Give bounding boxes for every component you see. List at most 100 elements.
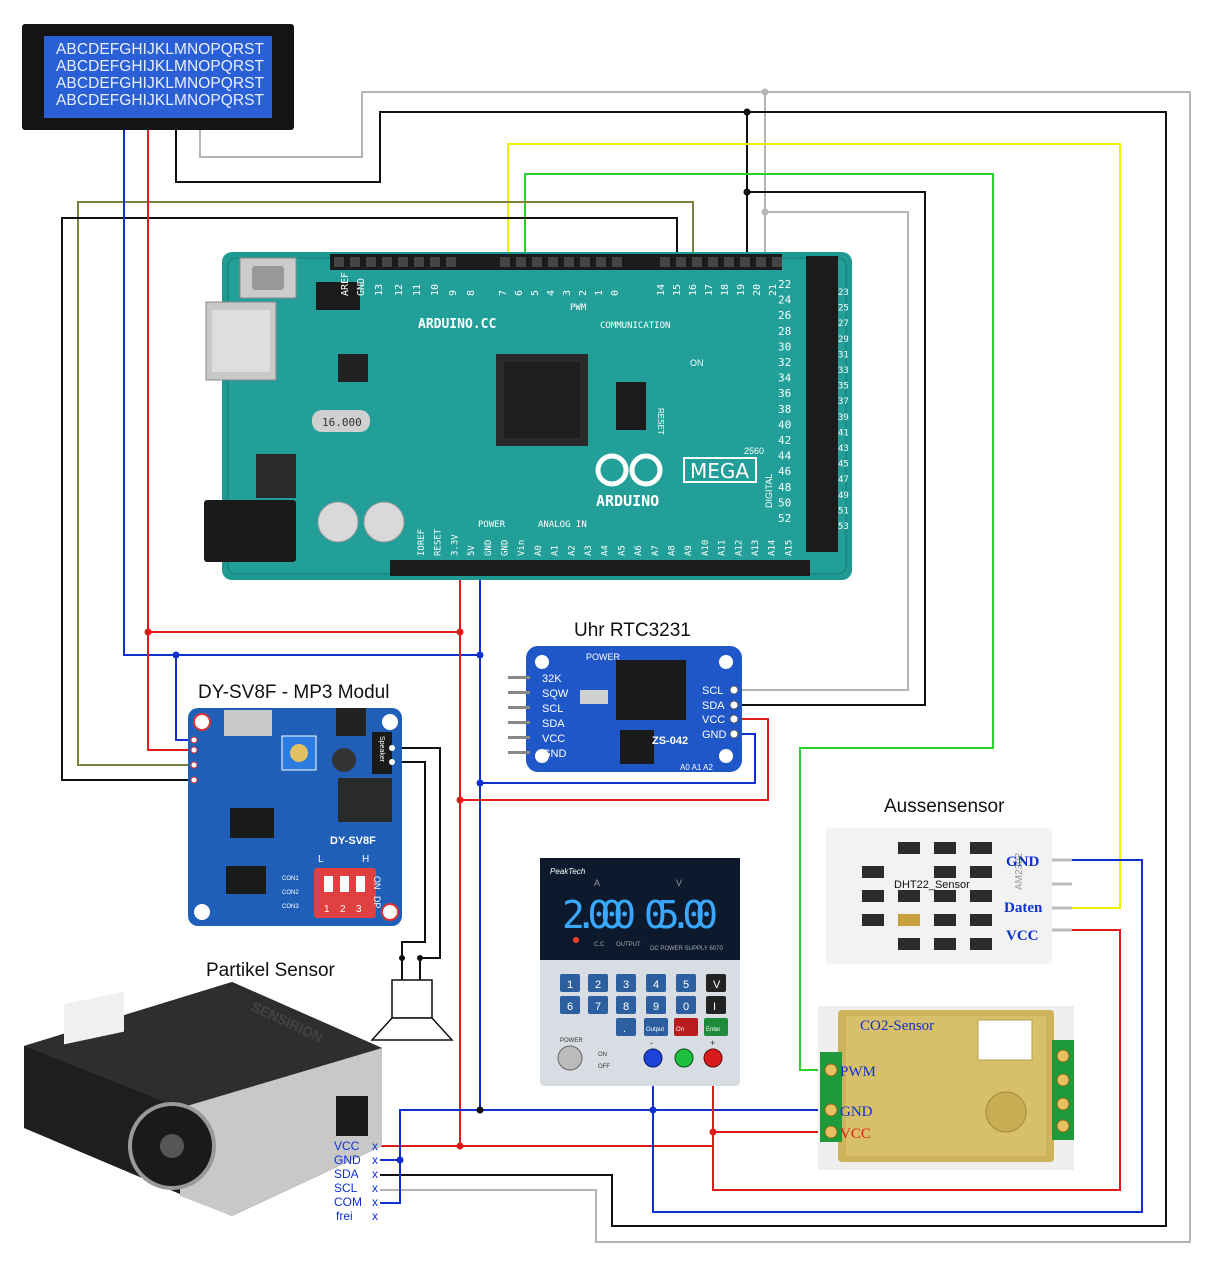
bottom-header <box>390 560 810 576</box>
lcd-line-3: ABCDEFGHIJKLMNOPQRST <box>56 75 265 92</box>
psu-unit-a: A <box>594 878 600 888</box>
wire-blue-gnd <box>380 566 481 1204</box>
power-label: POWER <box>478 520 506 530</box>
side-pin-label-odd: 35 <box>838 382 849 392</box>
bottom-pin-label: A0 <box>534 545 544 556</box>
junctions-gray <box>761 88 769 216</box>
bottom-pin-label: IOREF <box>417 529 427 556</box>
dip-dp: DP <box>372 896 382 909</box>
junctions-blue <box>172 651 657 1164</box>
psu-unit-v: V <box>676 878 682 888</box>
side-pin-label: 26 <box>778 309 791 322</box>
top-pin-label: 15 <box>672 284 683 296</box>
wire-green-pwm <box>524 173 994 1071</box>
wire-gray-lcd <box>199 91 1191 1243</box>
bottom-pin-label: RESET <box>434 528 444 556</box>
particle-sensor: Partikel Sensor SENSIRION VCC GND SDA SC… <box>24 960 382 1223</box>
particle-pin-gnd: GND <box>334 1153 361 1167</box>
top-pin-label: 19 <box>736 284 747 296</box>
side-pin-label-odd: 43 <box>838 444 849 454</box>
bottom-pin-label: A6 <box>634 545 644 556</box>
psu-key-label: 7 <box>595 1001 601 1013</box>
psu-func-key-label: On <box>676 1027 684 1033</box>
psu-key <box>560 996 580 1014</box>
psu-key <box>646 996 666 1014</box>
rtc-power-label: POWER <box>586 652 621 662</box>
side-header <box>806 256 838 552</box>
top-pin-label: 13 <box>374 284 385 296</box>
psu-key <box>676 974 696 992</box>
rtc-module: Uhr RTC3231 POWER ZS-042 A0 A1 A2 32K SQ… <box>508 620 742 772</box>
reset-label: RESET <box>656 408 665 435</box>
digital-label: DIGITAL <box>764 474 774 508</box>
dht-side-text: AM2302 <box>1014 852 1025 890</box>
psu-power-button <box>557 1045 583 1071</box>
psu-func-key-label: Enter <box>706 1027 720 1033</box>
top-pin-label: 9 <box>448 290 459 296</box>
psu-plus-label: + <box>710 1038 715 1048</box>
dip-num-1: 1 <box>324 904 330 915</box>
top-pin-label: 17 <box>704 284 715 296</box>
psu-key <box>616 974 636 992</box>
analog-label: ANALOG IN <box>538 520 587 530</box>
top-pin-label: GND <box>356 278 367 296</box>
bottom-pin-label: A10 <box>701 540 711 556</box>
side-pin-label-odd: 39 <box>838 413 849 423</box>
bottom-pin-label: A14 <box>768 540 778 556</box>
wire-blue-mp3 <box>175 655 192 741</box>
bottom-pin-label: A13 <box>751 540 761 556</box>
rtc-pin-scl-left: SCL <box>542 703 563 715</box>
side-pin-label-odd: 37 <box>838 397 849 407</box>
psu-off-label: OFF <box>598 1064 610 1070</box>
bottom-pin-label: A1 <box>551 545 561 556</box>
rtc-chip-label: ZS-042 <box>652 735 688 747</box>
capacitor-2 <box>363 501 405 543</box>
mp3-speaker-label: Speaker <box>378 736 385 763</box>
side-pin-label-odd: 33 <box>838 366 849 376</box>
comm-label: COMMUNICATION <box>600 321 670 331</box>
side-pin-label: 36 <box>778 387 791 400</box>
top-pin-label: AREF <box>340 272 351 296</box>
wire-blue-lcd <box>123 122 480 656</box>
wire-red-lcd <box>147 122 192 751</box>
dc-jack <box>204 500 296 562</box>
mp3-board-name: DY-SV8F <box>330 835 376 847</box>
side-pin-label: 22 <box>778 278 791 291</box>
bottom-pin-label: A7 <box>651 545 661 556</box>
co2-sensor: CO2-Sensor PWM GND VCC <box>818 1006 1074 1170</box>
side-pin-label-odd: 31 <box>838 350 849 360</box>
crystal <box>312 410 370 432</box>
bottom-pin-label: 3.3V <box>450 534 460 556</box>
bottom-pin-label: A3 <box>584 545 594 556</box>
board-name: ARDUINO <box>596 492 659 510</box>
particle-title: Partikel Sensor <box>206 960 336 981</box>
psu-terminal-minus <box>643 1048 663 1068</box>
wire-speaker-1 <box>392 747 441 980</box>
dht22-sensor: Aussensensor DHT22_Sensor AM2302 GND Dat… <box>826 796 1072 964</box>
mp3-switch-l: L <box>318 854 324 865</box>
side-pin-label: 46 <box>778 465 791 478</box>
psu-key-label: 0 <box>683 1001 689 1013</box>
wire-black-mp3 <box>61 217 678 781</box>
rtc-pin-sda-right: SDA <box>702 700 725 712</box>
dht-pin-gnd: GND <box>1006 854 1040 870</box>
psu-key <box>616 1018 636 1036</box>
top-pin-label: 1 <box>594 290 605 296</box>
psu-key-label: 8 <box>623 1001 629 1013</box>
capacitor-1 <box>317 501 359 543</box>
dht-pin-vcc: VCC <box>1006 928 1039 944</box>
power-supply: PeakTech A V 2.000 05.00 C.C OUTPUT DC P… <box>540 858 740 1086</box>
psu-minus-label: - <box>650 1038 653 1048</box>
side-pin-label: 34 <box>778 372 792 385</box>
rtc-title: Uhr RTC3231 <box>574 620 691 641</box>
psu-key-label: 1 <box>567 979 573 991</box>
con1-label: CON1 <box>282 876 299 882</box>
particle-mark-2: x <box>372 1153 378 1167</box>
bottom-pin-label: A5 <box>617 545 627 556</box>
rtc-pin-vcc-right: VCC <box>702 714 725 726</box>
co2-pin-vcc: VCC <box>840 1126 871 1142</box>
particle-pin-com: COM <box>334 1195 362 1209</box>
bottom-pin-label: GND <box>484 540 494 556</box>
